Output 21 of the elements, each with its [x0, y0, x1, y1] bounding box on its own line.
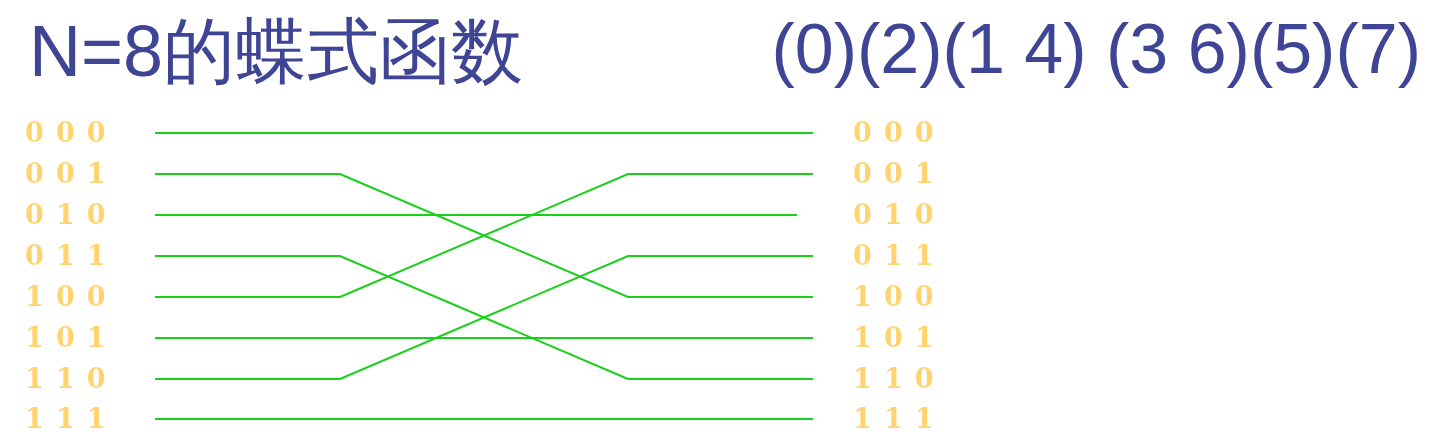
binary-index-label: 101 [25, 324, 118, 351]
straight-connector-line [154, 418, 814, 420]
straight-connector-line [154, 337, 814, 339]
binary-index-label: 001 [853, 160, 946, 187]
binary-index-label: 000 [25, 119, 118, 146]
straight-connector-line [154, 214, 798, 216]
binary-index-label: 100 [853, 283, 946, 310]
diagram-title: N=8的蝶式函数 [29, 15, 524, 87]
binary-index-label: 000 [853, 119, 946, 146]
binary-index-label: 111 [853, 405, 946, 432]
binary-index-label: 110 [25, 365, 118, 392]
binary-index-label: 111 [25, 405, 118, 432]
binary-index-label: 110 [853, 365, 946, 392]
binary-index-label: 011 [853, 242, 946, 269]
binary-index-label: 001 [25, 160, 118, 187]
binary-index-label: 100 [25, 283, 118, 310]
binary-index-label: 010 [853, 201, 946, 228]
binary-index-label: 011 [25, 242, 118, 269]
binary-index-label: 010 [25, 201, 118, 228]
binary-index-label: 101 [853, 324, 946, 351]
straight-connector-line [154, 132, 814, 134]
